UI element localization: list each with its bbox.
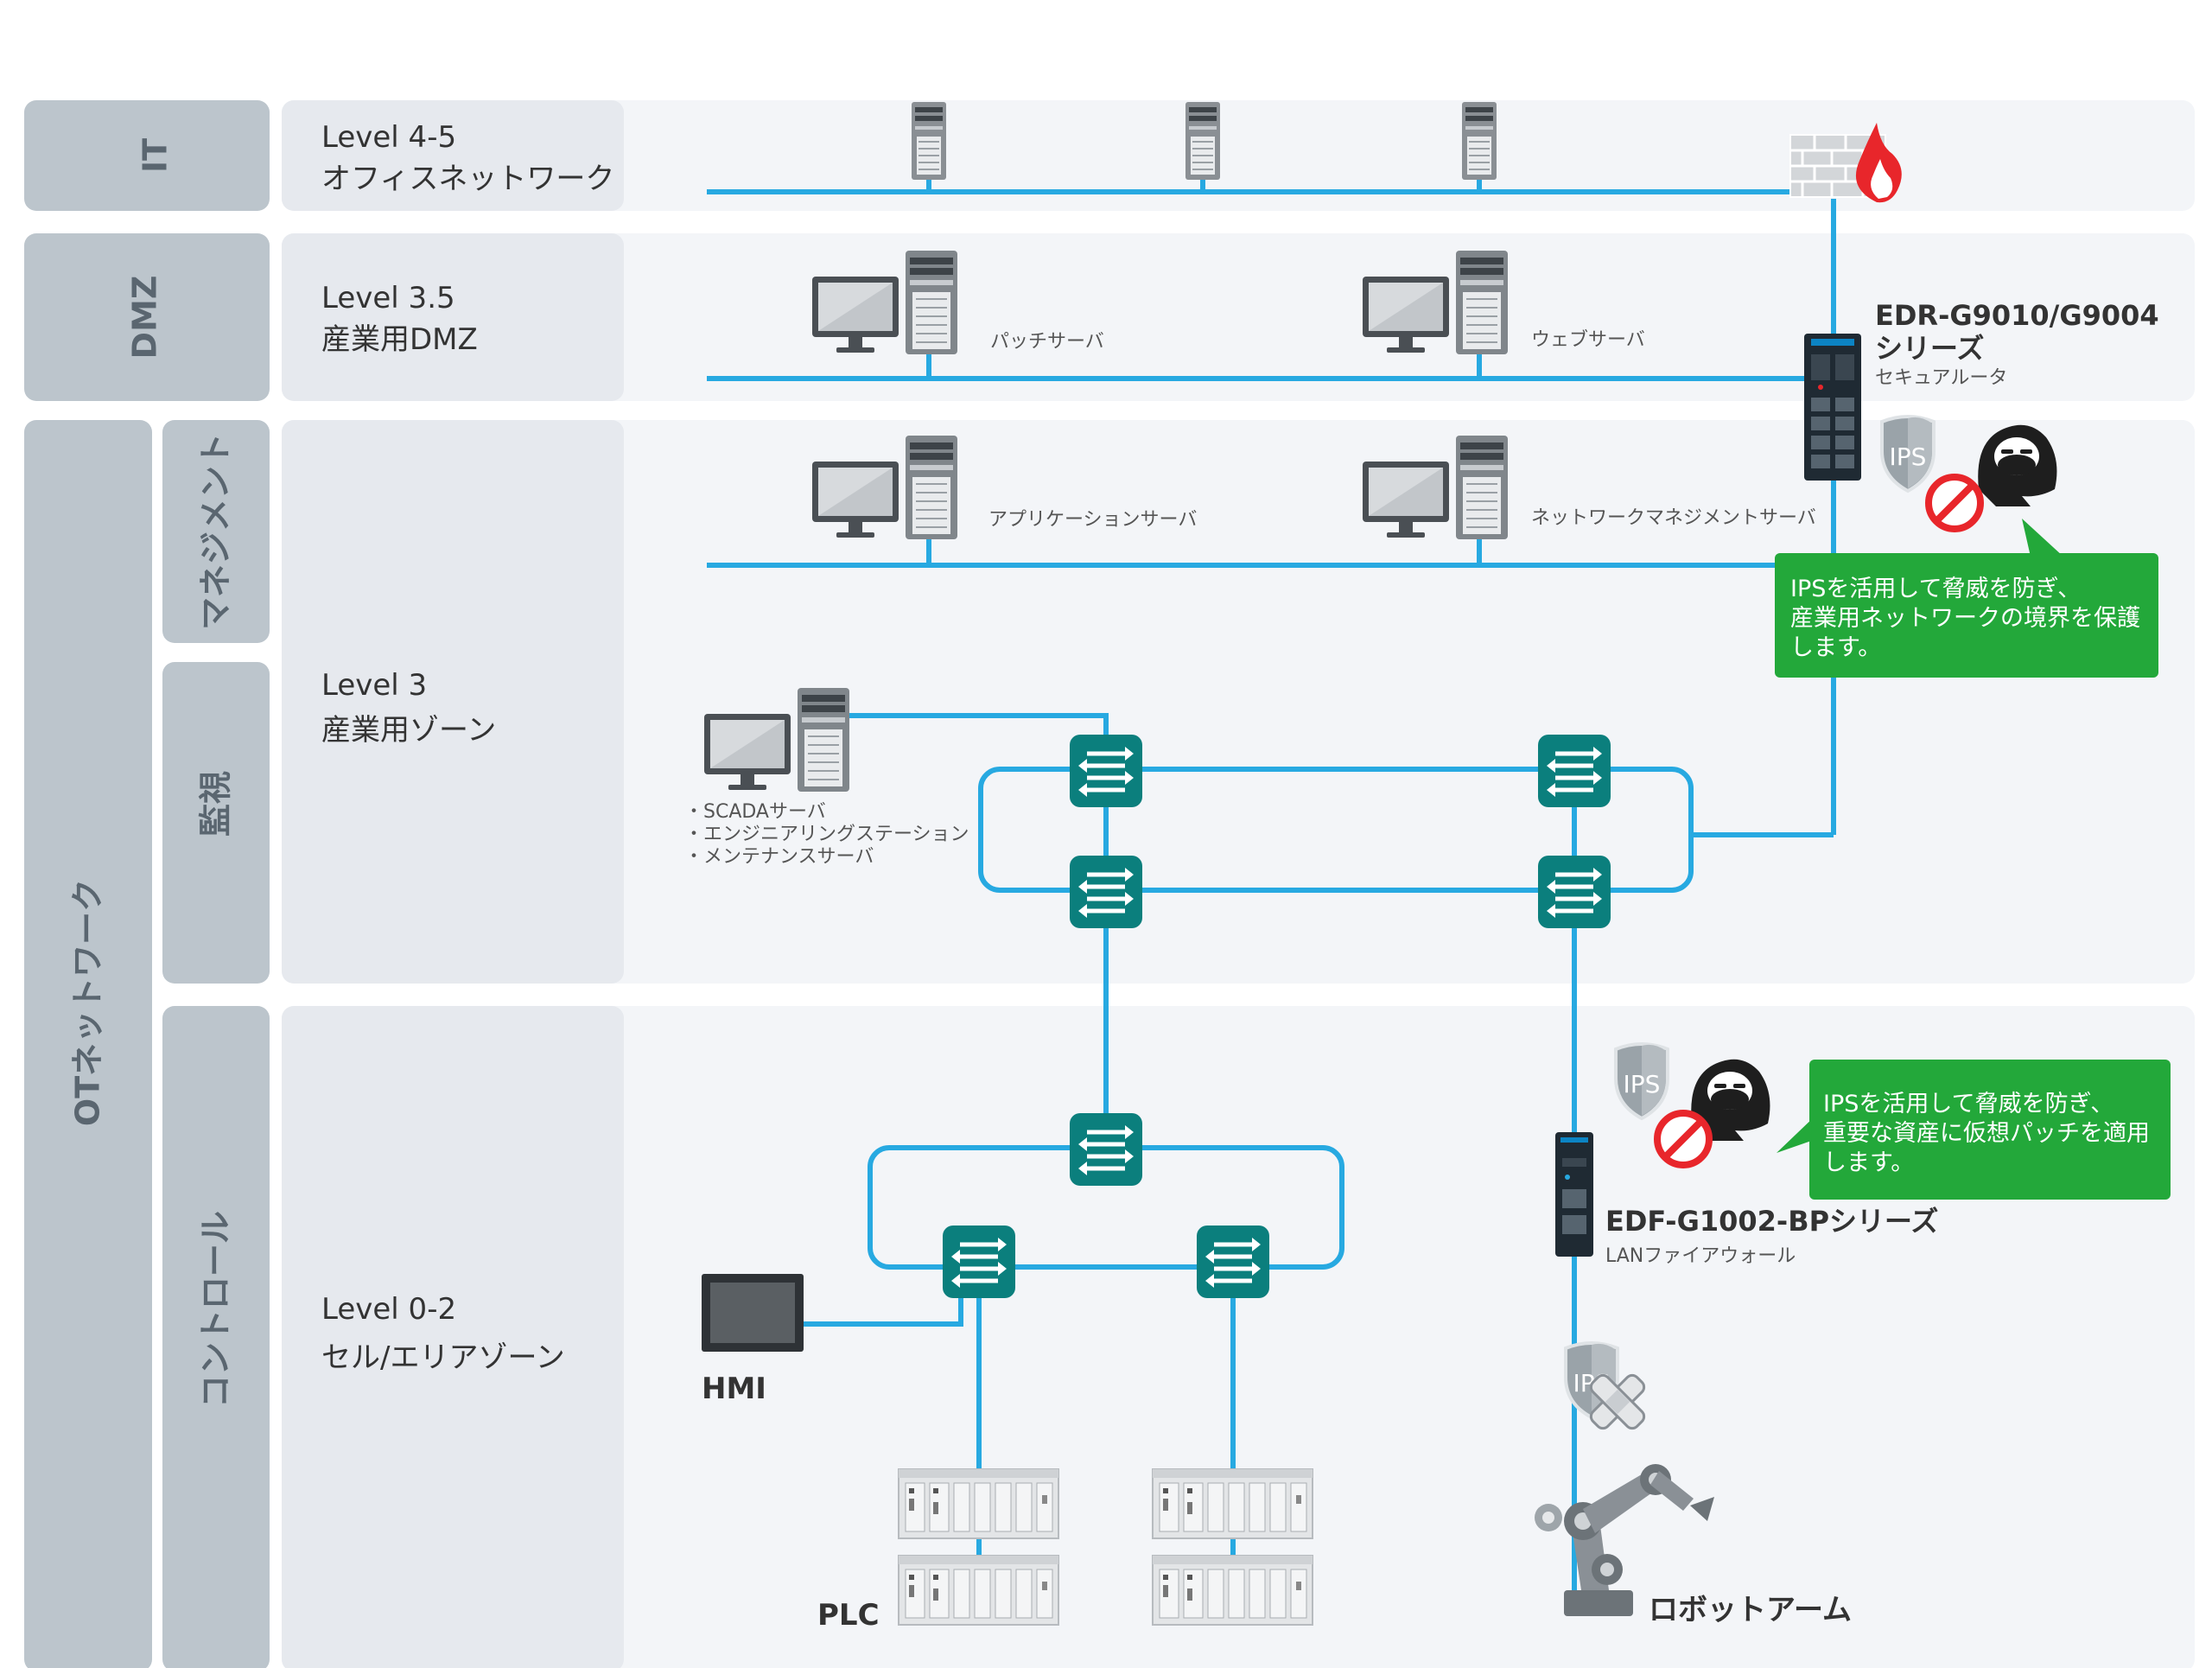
band-management	[162, 420, 270, 643]
band-monitoring-label: 監視	[197, 771, 235, 837]
band-ot	[24, 420, 152, 1668]
zone-industrial	[282, 420, 2195, 984]
switch-icon	[1070, 856, 1142, 928]
edf-model-label: EDF-G1002-BPシリーズ	[1605, 1205, 1938, 1238]
firewall-icon	[1789, 123, 1902, 203]
hmi-icon	[702, 1274, 804, 1352]
ips-shield-label: IPS	[1890, 442, 1927, 471]
patch-server-label: パッチサーバ	[990, 331, 1104, 353]
callout-patch-line-1: IPSを活用して脅威を防ぎ、	[1823, 1091, 2113, 1117]
robot-arm-icon	[1535, 1464, 1714, 1616]
robot-arm-label: ロボットアーム	[1649, 1593, 1852, 1627]
office-server-2	[1185, 101, 1221, 181]
band-dmz-label: DMZ	[126, 276, 164, 360]
hmi-label: HMI	[702, 1372, 766, 1406]
band-dmz	[24, 233, 270, 401]
level-35-title: Level 3.5	[321, 281, 455, 315]
level-02-title: Level 0-2	[321, 1292, 456, 1327]
zone-office	[282, 100, 2195, 211]
network-links	[707, 173, 1840, 1608]
switch-icon	[1070, 735, 1142, 807]
callout-virtual-patch: IPSを活用して脅威を防ぎ、 重要な資産に仮想パッチを適用 します。	[1777, 1060, 2171, 1200]
edf-type-label: LANファイアウォール	[1605, 1245, 1796, 1267]
switch-icon	[1538, 735, 1611, 807]
callout-boundary-line-2: 産業用ネットワークの境界を保護	[1790, 605, 2140, 632]
blocked-icon	[1657, 1113, 1709, 1165]
callout-boundary: IPSを活用して脅威を防ぎ、 産業用ネットワークの境界を保護 します。	[1775, 519, 2158, 678]
callout-boundary-line-1: IPSを活用して脅威を防ぎ、	[1790, 576, 2081, 602]
level-3-title: Level 3	[321, 668, 427, 703]
scada-label-2: ・エンジニアリングステーション	[684, 824, 969, 845]
plc-label: PLC	[817, 1598, 880, 1633]
office-server-1	[911, 101, 947, 181]
edr-model-label: EDR-G9010/G9004	[1875, 299, 2159, 332]
switch-icon	[1538, 856, 1611, 928]
switch-icon	[1197, 1226, 1269, 1298]
level-45-title: Level 4-5	[321, 120, 456, 155]
edr-router-icon	[1804, 334, 1861, 481]
ips-shield-label: IPS	[1624, 1070, 1661, 1098]
app-server-label: アプリケーションサーバ	[988, 509, 1197, 531]
ips-shield-icon: IPS	[1614, 1042, 1669, 1120]
level-3-subtitle: 産業用ゾーン	[321, 713, 496, 748]
zone-dmz	[282, 233, 2195, 401]
level-35-subtitle: 産業用DMZ	[321, 322, 478, 357]
level-02-subtitle: セル/エリアゾーン	[321, 1340, 565, 1375]
edf-firewall-icon	[1555, 1132, 1593, 1257]
callout-patch-line-3: します。	[1823, 1149, 1914, 1176]
plc-icon	[898, 1468, 1059, 1539]
band-it	[24, 100, 270, 211]
band-it-label: IT	[137, 138, 175, 173]
plc-icon	[898, 1555, 1059, 1626]
level-45-subtitle: オフィスネットワーク	[321, 162, 614, 196]
band-management-label: マネジメント	[197, 433, 235, 630]
blocked-icon	[1929, 477, 1980, 529]
zone-cell-area	[282, 1006, 2195, 1668]
callout-boundary-line-3: します。	[1790, 634, 1881, 661]
band-control	[162, 1006, 270, 1668]
scada-label-3: ・メンテナンスサーバ	[684, 846, 874, 868]
band-control-label: コントロール	[197, 1211, 235, 1408]
ips-shield-icon: IPS	[1880, 415, 1936, 493]
scada-label-1: ・SCADAサーバ	[684, 801, 826, 823]
ips-patch-shield-icon: IPS	[1564, 1341, 1646, 1430]
edr-type-label: セキュアルータ	[1875, 367, 2007, 389]
web-server-label: ウェブサーバ	[1531, 329, 1645, 351]
switch-icon	[943, 1226, 1015, 1298]
band-monitoring	[162, 662, 270, 984]
plc-icon	[1152, 1468, 1313, 1539]
switch-icon	[1070, 1113, 1142, 1186]
office-server-3	[1461, 101, 1497, 181]
band-ot-label: OTネットワーク	[69, 879, 107, 1126]
plc-icon	[1152, 1555, 1313, 1626]
callout-patch-line-2: 重要な資産に仮想パッチを適用	[1823, 1120, 2150, 1147]
edr-series-label: シリーズ	[1875, 332, 1984, 365]
nms-server-label: ネットワークマネジメントサーバ	[1531, 507, 1816, 529]
